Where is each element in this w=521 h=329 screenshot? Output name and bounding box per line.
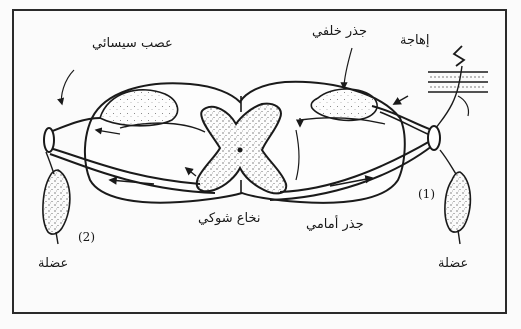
label-spinal-nerve: عصب سيسائي: [92, 36, 173, 51]
label-stimulus: إهاجة: [400, 33, 429, 48]
muscle-right: [440, 150, 470, 244]
label-muscle-right: عضلة: [438, 256, 468, 271]
marker-2: (2): [78, 230, 95, 244]
marker-1: (1): [418, 187, 435, 201]
label-muscle-left: عضلة: [38, 256, 68, 271]
label-ventral-root: جذر أمامي: [306, 217, 364, 232]
label-dorsal-root: جذر خلفي: [312, 24, 367, 39]
dorsal-root-ganglion-left: [100, 90, 178, 126]
muscle-left: [43, 152, 70, 244]
label-spinal-cord: نخاع شوكي: [198, 211, 261, 226]
skin-stimulus: [428, 46, 488, 128]
